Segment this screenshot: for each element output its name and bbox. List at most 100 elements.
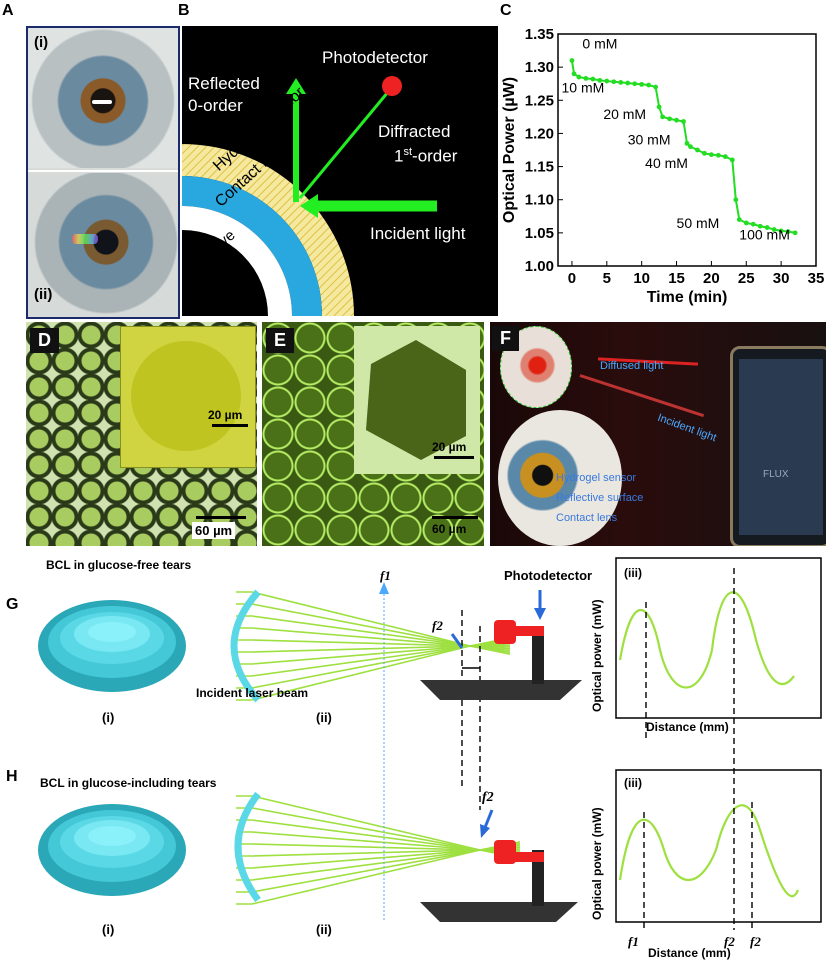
data-point	[625, 80, 631, 86]
data-point	[674, 117, 679, 123]
g-sub-i: (i)	[102, 710, 115, 725]
g-post	[532, 626, 544, 684]
h-f2: f2	[482, 790, 494, 805]
sublabel-a-i: (i)	[34, 34, 49, 51]
f-reflective-label: Reflective surface	[556, 492, 644, 504]
data-point	[702, 150, 707, 156]
g-incident-label: Incident laser beam	[196, 686, 309, 700]
h-tick-f2a: f2	[724, 934, 735, 949]
d-inset	[120, 326, 256, 468]
data-point	[785, 229, 791, 234]
panel-label-e: E	[266, 328, 295, 353]
data-point	[569, 58, 575, 63]
f-phone: FLUX	[730, 346, 826, 546]
data-point	[618, 79, 624, 85]
f-contact-label: Contact lens	[556, 512, 618, 524]
h-lens-profile	[234, 791, 261, 903]
f-phone-text: FLUX	[763, 469, 789, 480]
b-reflected-2: 0-order	[188, 96, 243, 115]
photo-divider	[28, 170, 178, 172]
data-point	[764, 225, 770, 230]
annotation-label: 30 mM	[628, 132, 671, 148]
laser-ray	[236, 841, 521, 905]
h-tick-f1: f1	[628, 934, 639, 949]
panel-label-h: H	[6, 768, 18, 785]
g-graph-frame	[615, 557, 822, 719]
annotation-label: 100 mM	[739, 226, 790, 242]
panel-label-b: B	[178, 2, 190, 19]
h-sub-i: (i)	[102, 922, 115, 937]
data-point	[597, 78, 603, 83]
h-arm	[510, 852, 544, 862]
eye-photo-ii	[28, 173, 178, 317]
data-point	[695, 147, 700, 153]
data-point	[722, 154, 728, 160]
x-tick-label: 25	[738, 270, 755, 287]
x-axis-label: Time (min)	[647, 289, 728, 306]
e-scalebar-small	[434, 456, 474, 459]
laser-ray	[236, 644, 511, 653]
h-ylabel: Optical power (mW)	[590, 807, 604, 920]
rainbow-glare-ii	[72, 234, 98, 244]
data-point	[653, 84, 659, 90]
hydrogel-layer	[182, 144, 354, 316]
e-scalebar-large	[432, 516, 478, 519]
f-phone-screen	[739, 359, 823, 535]
g-ylabel: Optical power (mW)	[590, 599, 604, 712]
h-graph-frame	[615, 769, 822, 923]
x-tick-label: 10	[633, 270, 650, 287]
g-stage	[420, 680, 582, 700]
data-point	[743, 220, 749, 226]
laser-ray	[236, 591, 511, 655]
e-inset	[354, 326, 480, 474]
data-point	[611, 79, 617, 85]
annotation-label: 10 mM	[561, 79, 604, 95]
e-scale-large: 60 µm	[432, 522, 467, 536]
h-tick-f2b: f2	[750, 934, 761, 949]
g-arm	[510, 626, 544, 636]
laser-ray	[236, 627, 511, 650]
g-sub-iii: (iii)	[624, 566, 642, 580]
data-point	[571, 71, 577, 77]
data-point	[736, 217, 742, 223]
g-sub-ii: (ii)	[316, 710, 332, 725]
h-xlabel: Distance (mm)	[648, 946, 731, 960]
data-point	[604, 78, 610, 84]
d-scale-large: 60 µm	[192, 522, 236, 539]
data-point	[778, 228, 784, 234]
y-tick-label: 1.10	[525, 192, 554, 209]
data-point	[750, 221, 756, 227]
data-point	[733, 197, 739, 203]
h-lens	[38, 804, 186, 896]
x-tick-label: 30	[773, 270, 790, 287]
panel-label-f: F	[492, 326, 519, 351]
eye-layer	[182, 206, 292, 316]
f-incident-beam	[579, 374, 705, 418]
data-point	[639, 81, 645, 87]
data-point	[660, 114, 665, 120]
annotation-label: 50 mM	[677, 215, 720, 231]
data-point	[771, 227, 777, 232]
f-incident-label: Incident light	[655, 411, 718, 445]
panel-label-c: C	[500, 2, 512, 19]
eye-photo-i	[28, 28, 178, 168]
y-tick-label: 1.05	[525, 225, 554, 242]
data-point	[792, 230, 798, 236]
panel-label-g: G	[6, 596, 19, 613]
panel-label-a: A	[2, 2, 14, 19]
d-inset-bead	[131, 341, 241, 451]
f-big-eye	[498, 410, 622, 546]
plot-area	[557, 33, 817, 267]
annotation-label: 40 mM	[645, 155, 688, 171]
data-point	[757, 223, 763, 229]
data-point	[646, 82, 652, 88]
g-f1: f1	[380, 568, 391, 583]
h-sub-iii: (iii)	[624, 776, 642, 790]
g-f2: f2	[432, 618, 443, 633]
annotation-label: 0 mM	[582, 36, 617, 52]
h-post	[532, 850, 544, 906]
x-tick-label: 5	[603, 270, 611, 287]
data-point	[656, 104, 662, 110]
y-tick-label: 1.00	[525, 258, 554, 275]
